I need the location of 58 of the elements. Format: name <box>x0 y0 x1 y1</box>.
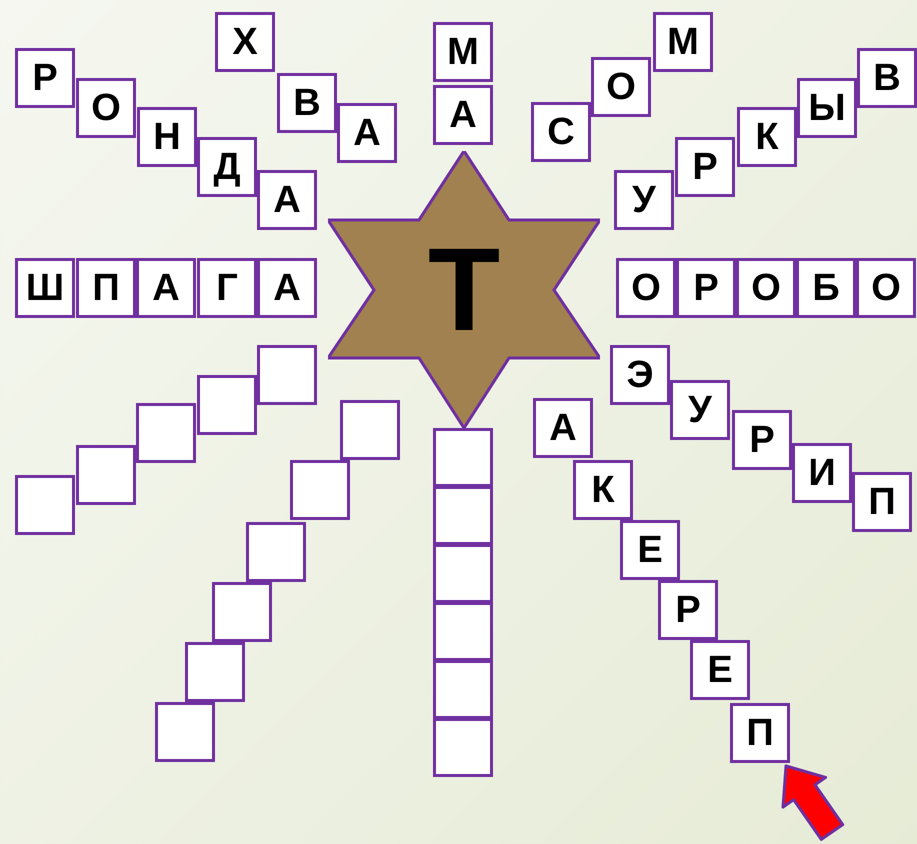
empty-letter-box <box>76 445 136 505</box>
letter-box: О <box>591 57 651 117</box>
letter-box: Ы <box>797 78 857 138</box>
empty-letter-box <box>257 345 317 405</box>
letter-box: У <box>614 170 674 230</box>
letter-box: П <box>852 472 912 532</box>
letter-box: Е <box>690 640 750 700</box>
letter-box: Р <box>675 137 735 197</box>
letter-box: В <box>277 73 337 133</box>
letter-box: Д <box>197 137 257 197</box>
center-letter: Т <box>426 230 502 348</box>
letter-box: У <box>670 380 730 440</box>
empty-letter-box <box>433 486 493 545</box>
letter-box: А <box>533 398 593 458</box>
empty-letter-box <box>340 400 400 460</box>
empty-letter-box <box>15 475 75 535</box>
empty-letter-box <box>290 460 350 520</box>
letter-box: Э <box>610 345 670 405</box>
empty-letter-box <box>197 375 257 435</box>
letter-box: Х <box>215 12 275 72</box>
letter-box: Р <box>658 580 718 640</box>
empty-letter-box <box>433 660 493 719</box>
letter-box: А <box>257 258 317 318</box>
letter-box: Р <box>732 410 792 470</box>
letter-box: О <box>616 258 676 318</box>
letter-box: А <box>257 170 317 230</box>
letter-box: В <box>857 48 917 108</box>
letter-box: Ш <box>15 258 75 318</box>
letter-box: Е <box>620 520 680 580</box>
empty-letter-box <box>433 602 493 661</box>
letter-box: Г <box>197 258 257 318</box>
letter-box: И <box>792 443 852 503</box>
letter-box: М <box>653 12 713 72</box>
empty-letter-box <box>212 582 272 642</box>
arrow <box>782 764 844 841</box>
letter-box: А <box>136 258 196 318</box>
letter-box: К <box>737 107 797 167</box>
letter-box: С <box>531 102 591 162</box>
empty-letter-box <box>433 718 493 777</box>
letter-box: К <box>573 460 633 520</box>
empty-letter-box <box>155 702 215 762</box>
letter-box: А <box>337 103 397 163</box>
empty-letter-box <box>246 522 306 582</box>
letter-box: А <box>433 85 493 145</box>
letter-box: Н <box>137 107 197 167</box>
letter-box: Р <box>15 48 75 108</box>
letter-box: П <box>76 258 136 318</box>
empty-letter-box <box>433 544 493 603</box>
letter-box: П <box>730 703 790 763</box>
letter-box: О <box>736 258 796 318</box>
letter-box: М <box>433 22 493 82</box>
empty-letter-box <box>136 403 196 463</box>
empty-letter-box <box>433 428 493 487</box>
letter-box: Б <box>796 258 856 318</box>
letter-box: О <box>856 258 916 318</box>
empty-letter-box <box>185 642 245 702</box>
letter-box: О <box>76 78 136 138</box>
letter-box: Р <box>676 258 736 318</box>
